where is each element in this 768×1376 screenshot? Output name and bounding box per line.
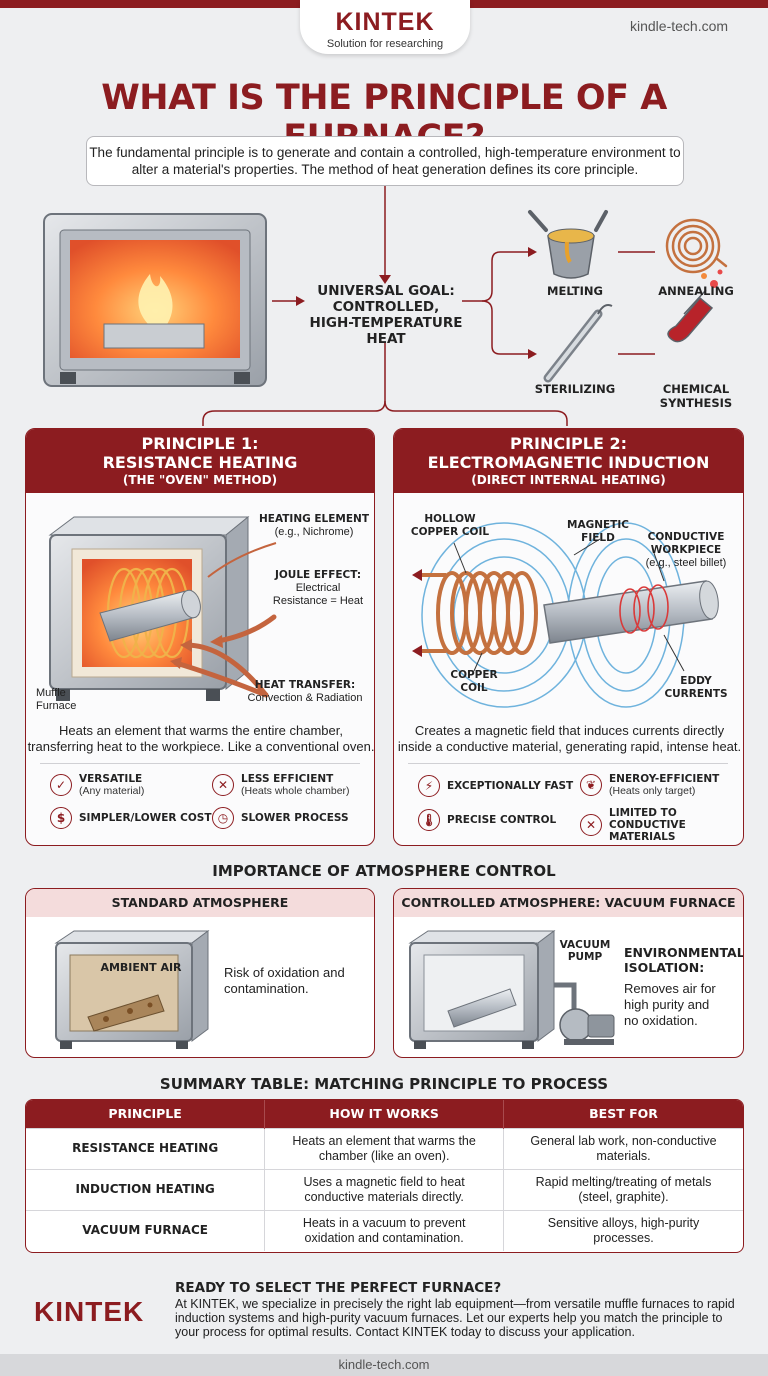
- table-header-row: PRINCIPLE HOW IT WORKS BEST FOR: [26, 1100, 743, 1128]
- table-cell-principle: INDUCTION HEATING: [26, 1168, 266, 1210]
- universal-goal-label: UNIVERSAL GOAL: CONTROLLED, HIGH-TEMPERA…: [309, 283, 463, 347]
- application-annealing-label: ANNEALING: [658, 284, 734, 298]
- atmosphere-section-title: IMPORTANCE OF ATMOSPHERE CONTROL: [212, 862, 556, 880]
- standard-atmosphere-description: Risk of oxidation and contamination.: [224, 965, 345, 996]
- table-row: INDUCTION HEATING Uses a magnetic field …: [26, 1168, 743, 1210]
- column-header: PRINCIPLE: [26, 1100, 266, 1128]
- principle-1-subtitle: (THE "OVEN" METHOD): [122, 473, 278, 487]
- feature-slower-process: ◷ SLOWER PROCESS: [212, 807, 349, 829]
- brand-logo-text: KINTEK: [335, 8, 435, 36]
- annealing-coil-icon: [665, 218, 728, 274]
- summary-table: PRINCIPLE HOW IT WORKS BEST FOR RESISTAN…: [25, 1099, 744, 1253]
- feature-versatile: ✓ VERSATILE(Any material): [50, 773, 144, 797]
- table-row: RESISTANCE HEATING Heats an element that…: [26, 1127, 743, 1169]
- vacuum-pump-label: VACUUM PUMP: [559, 939, 611, 963]
- principle-2-number: PRINCIPLE 2:: [509, 434, 628, 453]
- column-header: BEST FOR: [503, 1100, 743, 1128]
- cta-body: At KINTEK, we specialize in precisely th…: [175, 1297, 735, 1339]
- feature-precise-control: 🌡 PRECISE CONTROL: [418, 809, 556, 831]
- feature-exceptionally-fast: ⚡ EXCEPTIONALLY FAST: [418, 775, 573, 797]
- principle-1-number: PRINCIPLE 1:: [141, 434, 259, 453]
- application-melting-label: MELTING: [547, 284, 603, 298]
- vacuum-atmosphere-panel: CONTROLLED ATMOSPHERE: VACUUM FURNACE VA…: [393, 888, 744, 1058]
- dollar-icon: $: [50, 807, 72, 829]
- muffle-furnace-illustration: [48, 515, 277, 701]
- clock-icon: ◷: [212, 807, 234, 829]
- overview-diagram: [43, 186, 728, 426]
- thermometer-icon: 🌡: [418, 809, 440, 831]
- furnace-overview-icon: [43, 213, 267, 387]
- principle-2-divider: [408, 763, 728, 764]
- principle-2-title: ELECTROMAGNETIC INDUCTION: [427, 453, 710, 472]
- cta-title: READY TO SELECT THE PERFECT FURNACE?: [175, 1280, 502, 1296]
- principle-1-divider: [40, 763, 360, 764]
- table-cell-principle: RESISTANCE HEATING: [26, 1127, 266, 1169]
- standard-atmosphere-panel: STANDARD ATMOSPHERE AMBIENT AIR Risk of …: [25, 888, 375, 1058]
- application-chemical-synthesis-label: CHEMICAL SYNTHESIS: [659, 382, 733, 410]
- check-icon: ✓: [50, 774, 72, 796]
- sterilizing-tool-icon: [543, 304, 613, 383]
- principle-1-panel: PRINCIPLE 1: RESISTANCE HEATING (THE "OV…: [25, 428, 375, 846]
- chemical-synthesis-icon: [667, 269, 723, 343]
- table-row: VACUUM FURNACE Heats in a vacuum to prev…: [26, 1209, 743, 1251]
- lightning-icon: ⚡: [418, 775, 440, 797]
- principle-2-header: PRINCIPLE 2: ELECTROMAGNETIC INDUCTION (…: [394, 429, 743, 493]
- principle-1-header: PRINCIPLE 1: RESISTANCE HEATING (THE "OV…: [26, 429, 374, 493]
- heating-element-callout: HEATING ELEMENT(e.g., Nichrome): [258, 513, 369, 538]
- principle-2-description: Creates a magnetic field that induces cu…: [397, 723, 742, 754]
- feature-less-efficient: ✕ LESS EFFICIENT(Heats whole chamber): [212, 773, 350, 797]
- x-circle-icon: ✕: [580, 814, 602, 836]
- summary-table-title: SUMMARY TABLE: MATCHING PRINCIPLE TO PRO…: [159, 1075, 609, 1093]
- x-circle-icon: ✕: [212, 774, 234, 796]
- column-header: HOW IT WORKS: [264, 1100, 504, 1128]
- melting-crucible-icon: [528, 210, 608, 279]
- header-logo[interactable]: KINTEK Solution for researching: [300, 0, 470, 54]
- vacuum-furnace-illustration: [408, 930, 615, 1049]
- footer-site-url[interactable]: kindle-tech.com: [0, 1354, 768, 1376]
- footer-brand-logo[interactable]: KINTEK: [34, 1296, 145, 1327]
- principle-2-subtitle: (DIRECT INTERNAL HEATING): [471, 473, 666, 487]
- induction-illustration: [412, 522, 719, 708]
- table-cell-principle: VACUUM FURNACE: [26, 1209, 266, 1251]
- heat-transfer-callout: HEAT TRANSFER:Convection & Radiation: [247, 679, 363, 704]
- site-url-top[interactable]: kindle-tech.com: [630, 18, 729, 34]
- ambient-air-label: AMBIENT AIR: [100, 961, 182, 974]
- standard-furnace-illustration: [54, 930, 210, 1049]
- environmental-isolation-description: Removes air for high purity and no oxida…: [624, 981, 716, 1028]
- application-sterilizing-label: STERILIZING: [534, 382, 616, 396]
- principle-2-panel: PRINCIPLE 2: ELECTROMAGNETIC INDUCTION (…: [393, 428, 744, 846]
- principle-1-description: Heats an element that warms the entire c…: [27, 723, 375, 754]
- brand-tagline: Solution for researching: [326, 38, 444, 50]
- vacuum-atmosphere-title: CONTROLLED ATMOSPHERE: VACUUM FURNACE: [394, 889, 743, 917]
- table-cell-best: Rapid melting/treating of metals(steel, …: [503, 1168, 743, 1210]
- standard-atmosphere-title: STANDARD ATMOSPHERE: [26, 889, 374, 917]
- intro-box: The fundamental principle is to generate…: [86, 136, 684, 186]
- feature-lower-cost: $ SIMPLER/LOWER COST: [50, 807, 212, 829]
- feature-energy-efficient: ❦ ENEROY-EFFICIENT(Heats only target): [580, 773, 719, 797]
- principle-1-title: RESISTANCE HEATING: [102, 453, 298, 472]
- leaf-icon: ❦: [580, 774, 602, 796]
- environmental-isolation-title: ENVIRONMENTAL ISOLATION:: [624, 945, 744, 975]
